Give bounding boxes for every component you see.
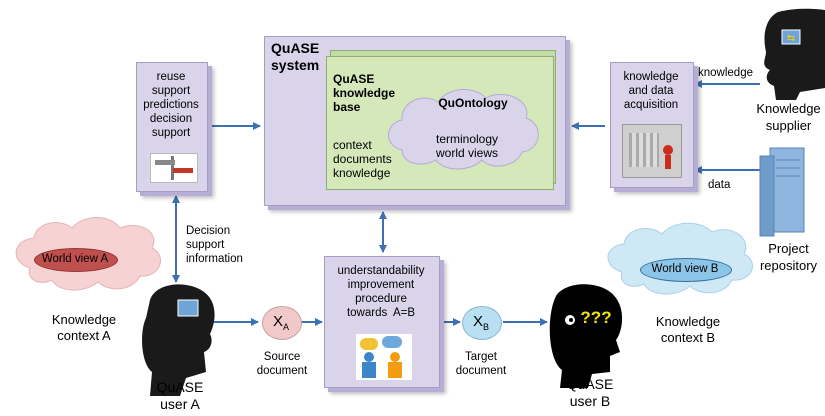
world-view-b-label: World view B	[651, 263, 719, 275]
user-a-head-icon	[142, 284, 215, 396]
source-document-circle	[262, 306, 302, 340]
user-a-label: QuASE user A	[156, 379, 204, 412]
knowledge-context-b-label: Knowledge context B	[655, 314, 721, 345]
target-symbol-x: X	[472, 313, 483, 330]
repository-label: Project repository	[759, 241, 818, 273]
supplier-head-icon: ⇆	[764, 8, 825, 100]
repository-server-icon	[759, 147, 805, 237]
knowledge-base-title: QuASE knowledge base	[333, 72, 396, 114]
knowledge-base-contents: context documents knowledge	[333, 138, 392, 180]
target-document-symbol: XB	[462, 314, 500, 335]
world-view-a-label: World view A	[41, 253, 109, 265]
ontology-title: QuOntology	[438, 96, 508, 110]
procedure-text: understandability improvement procedure …	[337, 265, 425, 319]
user-b-label: QuASE user B	[566, 376, 614, 409]
user-b-head-icon	[549, 284, 623, 388]
source-document-caption: Source document	[256, 351, 308, 377]
source-symbol-sub: A	[283, 322, 290, 332]
quase-system-title: QuASE system	[271, 40, 320, 73]
world-view-a-ellipse	[34, 248, 118, 272]
knowledge-arrow-label: knowledge	[698, 67, 753, 79]
knowledge-context-a-label: Knowledge context A	[51, 312, 117, 343]
supplier-label: Knowledge supplier	[756, 101, 821, 133]
target-symbol-sub: B	[483, 322, 490, 332]
question-marks: ???	[580, 308, 612, 327]
source-document-symbol: XA	[262, 314, 300, 335]
signpost-icon	[150, 153, 198, 183]
reuse-support-text: reuse support predictions decision suppo…	[143, 71, 199, 139]
decision-support-label: Decision support information	[186, 225, 243, 265]
source-symbol-x: X	[272, 313, 283, 330]
svg-text:⇆: ⇆	[787, 33, 795, 44]
people-talking-icon	[356, 334, 412, 380]
acquisition-text: knowledge and data acquisition	[623, 71, 679, 111]
world-view-b-ellipse	[640, 258, 732, 282]
target-document-circle	[462, 306, 502, 340]
maze-figure-icon	[622, 124, 682, 178]
ontology-contents: terminology world views	[435, 132, 499, 160]
data-arrow-label: data	[708, 179, 731, 191]
target-document-caption: Target document	[455, 351, 507, 377]
